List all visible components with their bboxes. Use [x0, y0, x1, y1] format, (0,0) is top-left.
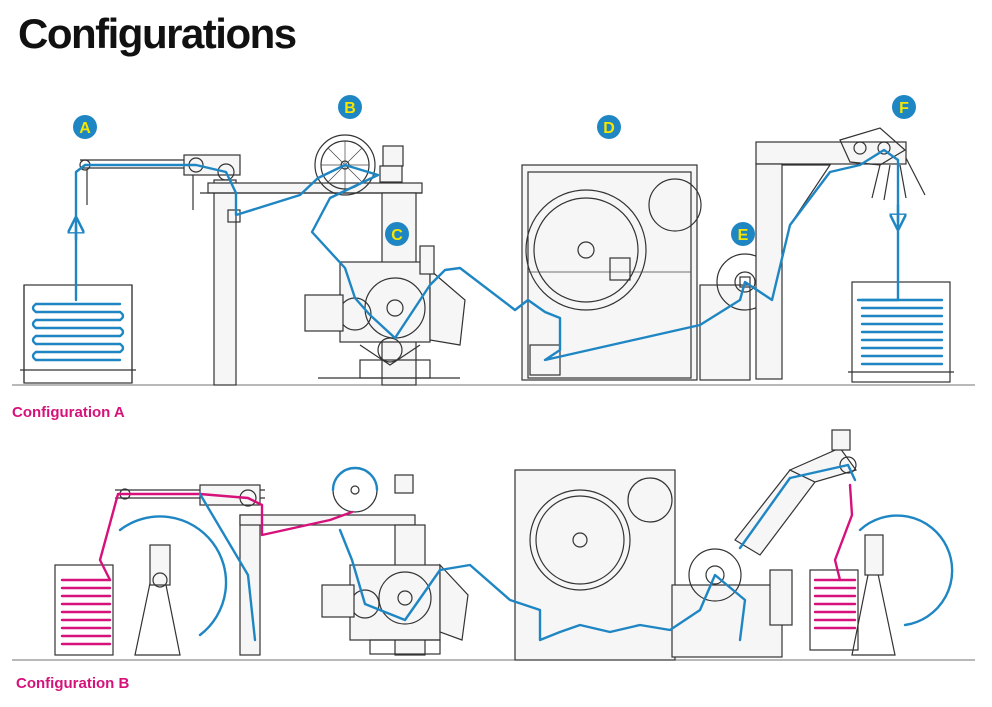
badge-d-label: D — [603, 120, 615, 137]
badge-b-label: B — [344, 100, 356, 117]
outlet-rack-a — [848, 281, 954, 383]
fabric-stack-a-left — [31, 302, 125, 362]
badge-b: B — [338, 95, 362, 119]
badge-d: D — [597, 115, 621, 139]
configuration-b-drawing — [12, 429, 975, 661]
badge-a-label: A — [79, 120, 91, 137]
badge-a: A — [73, 115, 97, 139]
reel-b-a — [314, 134, 404, 196]
configuration-a-drawing — [12, 127, 975, 386]
badge-f: F — [892, 95, 916, 119]
drum-d-b — [514, 469, 793, 661]
configuration-b-label: Configuration B — [16, 675, 130, 692]
inlet-rack-a — [20, 284, 136, 384]
outlet-batch-b — [809, 514, 954, 656]
badge-f-label: F — [899, 100, 909, 117]
drum-d-a — [521, 164, 751, 381]
fabric-path-b-magenta — [98, 492, 354, 582]
outlet-arm-b — [734, 429, 857, 556]
unit-c-b — [321, 563, 469, 655]
badge-e: E — [731, 222, 755, 246]
unit-f-a — [755, 127, 926, 380]
inlet-batch-b — [54, 515, 228, 656]
reel-b-b — [331, 466, 414, 513]
fabric-path-a — [74, 148, 900, 362]
fabric-path-b-magenta-out — [833, 483, 854, 582]
page-title: Configurations — [18, 10, 297, 57]
fabric-path-b-blue — [198, 463, 857, 642]
badge-c: C — [385, 222, 409, 246]
configuration-a-label: Configuration A — [12, 404, 125, 421]
badge-e-label: E — [738, 227, 749, 244]
badge-c-label: C — [391, 227, 403, 244]
